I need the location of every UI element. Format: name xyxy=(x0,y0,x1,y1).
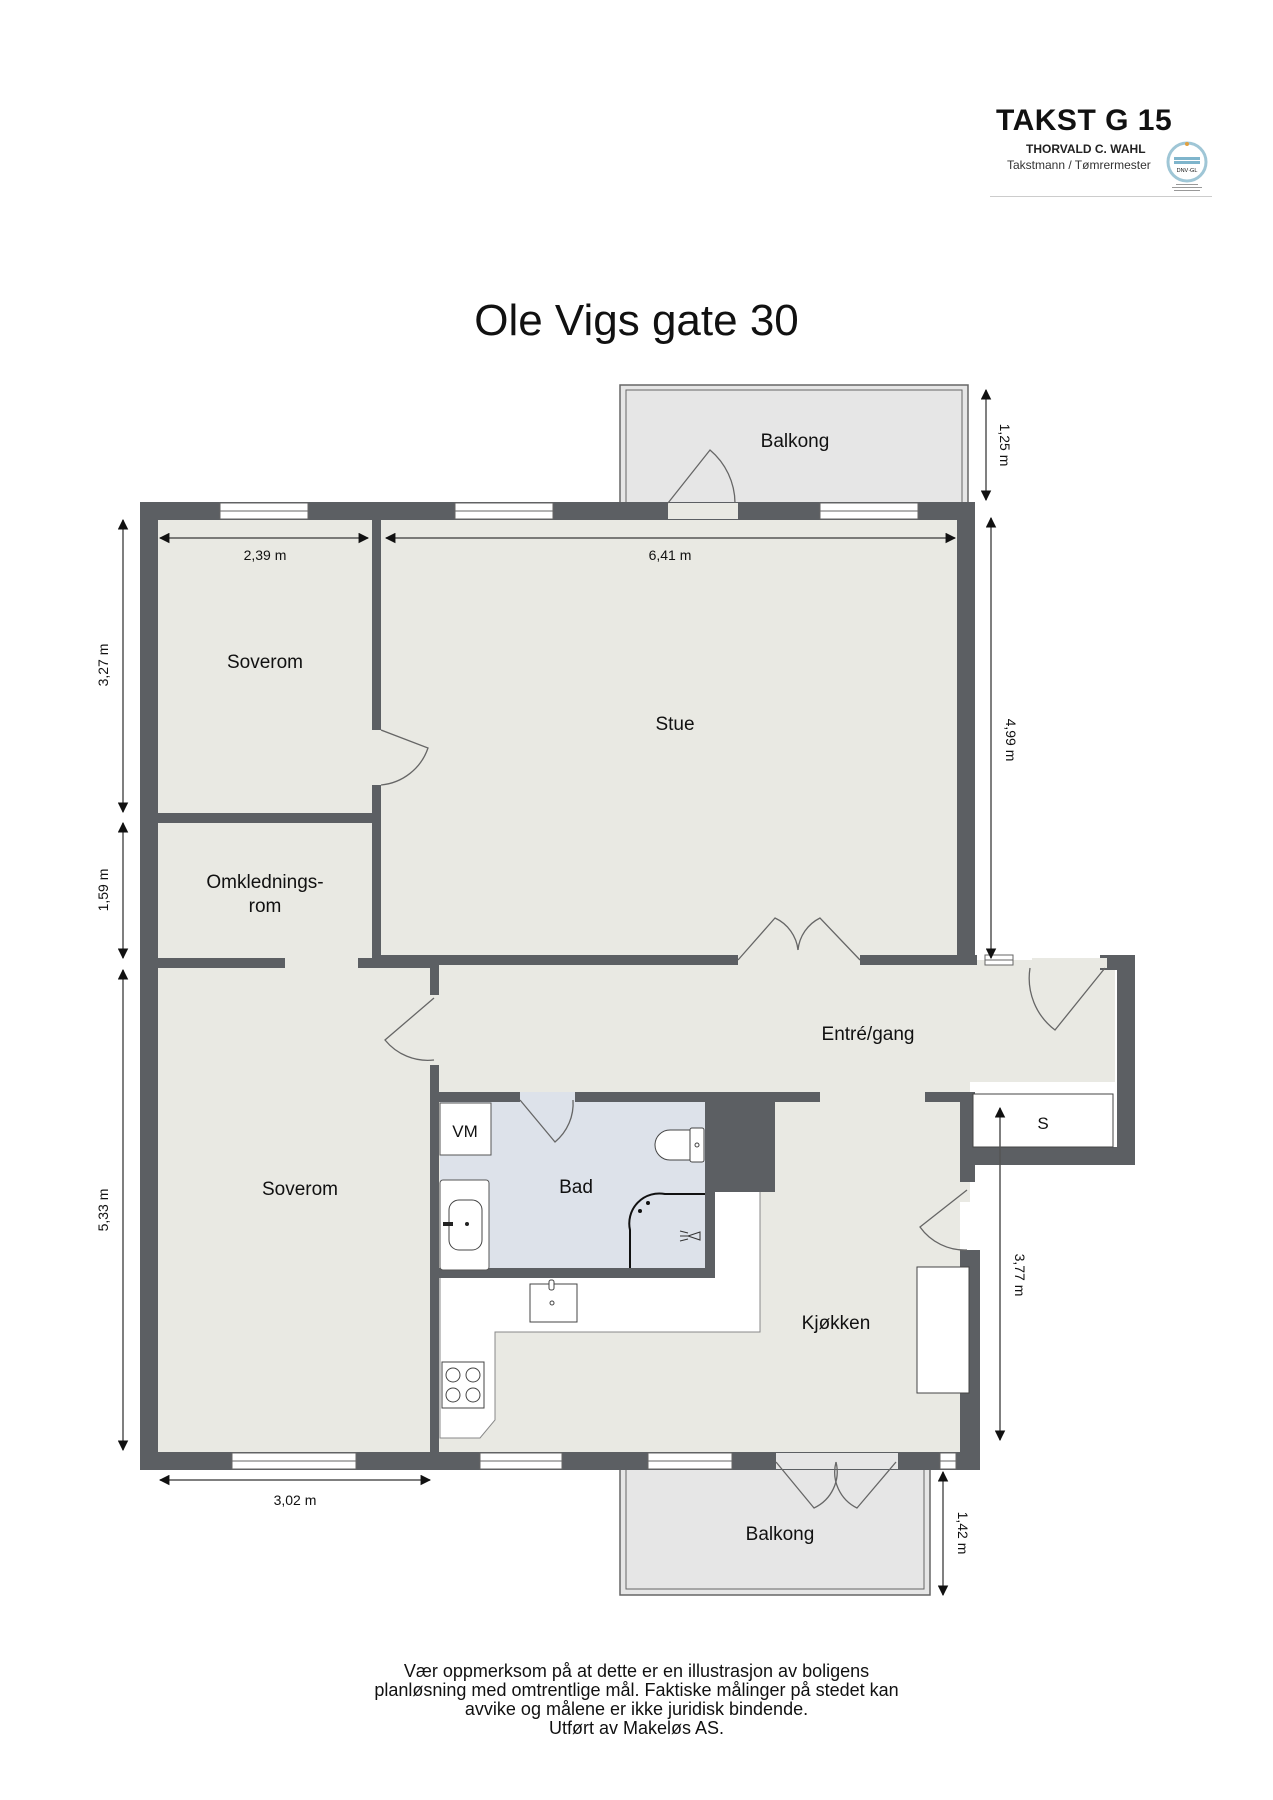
kitchen-sink-icon xyxy=(529,1279,578,1323)
toilet-icon xyxy=(654,1127,705,1163)
bathroom-sink-icon xyxy=(439,1179,490,1271)
dim-stue-width: 6,41 m xyxy=(649,547,692,563)
room-label-balkong-top: Balkong xyxy=(761,431,830,452)
dimension-labels: 1,25 m 2,39 m 6,41 m 3,27 m 4,99 m 1,59 … xyxy=(95,424,1028,1555)
badge-text: DNV·GL xyxy=(1177,168,1198,174)
dim-soverom-top-height: 3,27 m xyxy=(95,644,111,687)
balcony-top xyxy=(619,384,969,504)
room-labels: Balkong Soverom Stue Omklednings- rom En… xyxy=(206,431,914,1545)
disclaimer-line: Vær oppmerksom på at dette er en illustr… xyxy=(403,1661,870,1681)
vm-label: VM xyxy=(452,1122,478,1141)
room-label-bad: Bad xyxy=(559,1177,593,1198)
bathroom-shaft xyxy=(705,1102,775,1192)
dimension-lines xyxy=(117,388,1006,1597)
storage-label: S xyxy=(1037,1114,1048,1133)
room-label-entre: Entré/gang xyxy=(822,1024,915,1045)
dim-soverom-top-width: 2,39 m xyxy=(244,547,287,563)
room-label-soverom-bottom: Soverom xyxy=(262,1179,338,1200)
disclaimer-line: avvike og målene er ikke juridisk binden… xyxy=(464,1699,809,1719)
fixtures: VM xyxy=(439,1093,1114,1409)
windows xyxy=(219,502,1014,1470)
dim-omkledningsrom-height: 1,59 m xyxy=(95,869,111,912)
logo-divider xyxy=(990,196,1212,197)
certification-badge-icon: DNV·GL xyxy=(1166,141,1208,191)
disclaimer-line: planløsning med omtrentlige mål. Faktisk… xyxy=(374,1680,899,1700)
stove-icon xyxy=(441,1361,485,1409)
room-label-balkong-bottom: Balkong xyxy=(746,1524,815,1545)
page-title: Ole Vigs gate 30 xyxy=(474,296,799,345)
room-label-omkledningsrom-1: Omklednings- xyxy=(206,872,323,893)
dim-balkong-bottom: 1,42 m xyxy=(955,1512,971,1555)
room-label-omkledningsrom-2: rom xyxy=(249,896,282,917)
shower-icon xyxy=(628,1192,705,1268)
company-logo: TAKST G 15 THORVALD C. WAHL Takstmann / … xyxy=(990,100,1215,200)
dim-kjokken-height: 3,77 m xyxy=(1012,1254,1028,1297)
dim-balkong-top: 1,25 m xyxy=(997,424,1013,467)
logo-title: TAKST G 15 xyxy=(996,104,1173,137)
storage-closet: S xyxy=(972,1093,1114,1148)
room-label-kjokken: Kjøkken xyxy=(802,1313,871,1334)
room-label-stue: Stue xyxy=(655,714,694,735)
disclaimer-line: Utført av Makeløs AS. xyxy=(548,1718,725,1738)
room-label-soverom-top: Soverom xyxy=(227,652,303,673)
dim-soverom-bottom-height: 5,33 m xyxy=(95,1189,111,1232)
disclaimer: Vær oppmerksom på at dette er en illustr… xyxy=(0,1662,1273,1738)
dim-soverom-bottom-width: 3,02 m xyxy=(274,1492,317,1508)
floors xyxy=(155,520,1115,1455)
kitchen-cabinet xyxy=(916,1266,970,1394)
logo-name: THORVALD C. WAHL xyxy=(1026,142,1146,156)
logo-role: Takstmann / Tømrermester xyxy=(1007,158,1151,172)
dim-stue-height: 4,99 m xyxy=(1003,719,1019,762)
washing-machine: VM xyxy=(439,1102,492,1156)
doors xyxy=(380,449,1107,1509)
